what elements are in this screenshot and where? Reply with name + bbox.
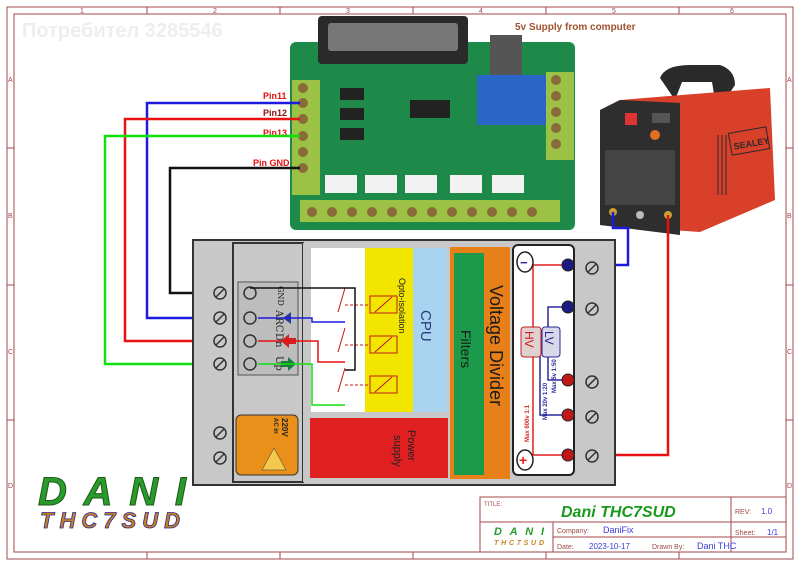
voltage-divider-label: Voltage Divider — [486, 285, 506, 406]
row-label: A — [787, 77, 792, 84]
high-voltage-warning-icon — [261, 447, 287, 471]
rev-label: REV: — [735, 509, 751, 516]
cpu-label: CPU — [417, 310, 434, 342]
filters-block — [454, 253, 484, 475]
pin12-label: Pin12 — [263, 108, 287, 118]
power-supply-label-2: supply — [391, 435, 403, 467]
company-label: Company: — [557, 528, 589, 535]
max-20-label: Max 20v 1:20 — [543, 382, 549, 420]
title-label: TITLE: — [484, 502, 502, 508]
row-label: D — [8, 483, 13, 490]
pin13-label: Pin13 — [263, 128, 287, 138]
positive-sign: + — [519, 452, 527, 468]
lv-box — [541, 326, 561, 358]
relay-block — [311, 248, 365, 412]
title-block-logo-sub: THC7SUD — [494, 540, 544, 547]
date-value: 2023-10-17 — [589, 542, 630, 551]
right-terminals — [585, 261, 599, 463]
wire-cutter-positive — [600, 215, 670, 457]
hv-label: HV — [522, 331, 536, 348]
divider-terminals — [561, 258, 575, 462]
power-supply-label-1: Power — [405, 430, 417, 462]
power-supply-block — [310, 418, 448, 478]
row-label: C — [8, 349, 13, 356]
col-label: 2 — [213, 8, 217, 15]
date-label: Date: — [557, 544, 574, 551]
breakout-board — [290, 16, 575, 230]
power-input-voltage: 220V — [280, 418, 289, 437]
sheet-label: Sheet: — [735, 530, 755, 537]
wire-pin13 — [103, 134, 300, 366]
negative-sign: − — [520, 255, 528, 270]
col-label: 1 — [80, 8, 84, 15]
row-label: A — [8, 77, 13, 84]
dani-logo: DANI THC7SUD — [38, 470, 188, 534]
power-input-box — [235, 414, 299, 476]
frame-labels: 1 2 3 4 5 6 A B C D A B C D — [8, 8, 792, 490]
divider-panel — [512, 244, 575, 476]
relay — [477, 75, 547, 125]
drawing-title: Dani THC7SUD — [561, 504, 676, 521]
row-label: B — [787, 213, 792, 220]
max-5-label: Max 5v 1:50 — [552, 359, 558, 393]
logo-line2: THC7SUD — [40, 508, 180, 533]
filters-label: Filters — [458, 330, 474, 368]
usb-port — [490, 35, 522, 75]
row-label: D — [787, 483, 792, 490]
drawn-by-value: Dani THC — [697, 541, 737, 551]
rev-value: 1.0 — [761, 507, 773, 516]
wire-pin12 — [123, 117, 300, 343]
row-label: B — [8, 213, 13, 220]
company-value: DaniFix — [603, 525, 634, 535]
negative-terminal-icon — [516, 251, 534, 273]
power-input-type: AC in — [272, 418, 278, 434]
pin-gnd-label: Pin GND — [253, 158, 290, 168]
drawn-by-label: Drawn By: — [652, 544, 684, 551]
row-label: C — [787, 349, 792, 356]
col-label: 4 — [479, 8, 483, 15]
col-label: 3 — [346, 8, 350, 15]
supply-label: 5v Supply from computer — [515, 22, 636, 33]
positive-terminal-icon — [516, 449, 534, 471]
max-600-label: Max 600v 1:1 — [525, 404, 531, 442]
plasma-cutter: SEALEY — [600, 65, 775, 235]
col-label: 6 — [730, 8, 734, 15]
col-label: 5 — [612, 8, 616, 15]
sheet-value: 1/1 — [767, 528, 779, 537]
terminal-label-arc: ARC — [273, 309, 284, 333]
wire-cutter-negative — [600, 212, 630, 267]
watermark: Потребител 3285546 — [22, 20, 223, 42]
drawing-frame — [6, 6, 794, 560]
opto-isolation-label: Opto-isolation — [397, 278, 407, 334]
cpu-block — [413, 248, 447, 412]
lv-label: LV — [542, 331, 556, 345]
opto-isolation-block — [365, 248, 413, 412]
hv-box — [520, 326, 542, 358]
title-block: TITLE: Dani THC7SUD REV: 1.0 DANI THC7SU… — [479, 496, 787, 553]
pin11-label: Pin11 — [263, 91, 287, 101]
pin-labels: Pin11 Pin12 Pin13 Pin GND — [253, 91, 290, 168]
terminal-label-gnd: GND — [276, 286, 285, 306]
thc-device: GND ARC Dn Up 220V AC in Opto- — [192, 239, 616, 486]
